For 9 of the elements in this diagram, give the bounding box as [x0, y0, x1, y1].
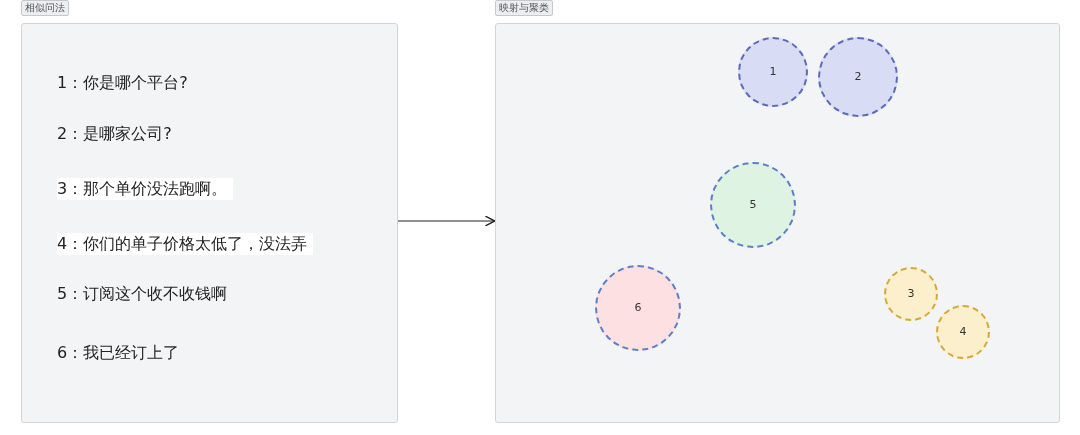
question-text: 5：订阅这个收不收钱啊 [57, 283, 229, 305]
question-text: 1：你是哪个平台? [57, 72, 189, 94]
arrow [397, 215, 496, 227]
question-text: 6：我已经订上了 [57, 342, 181, 364]
panel-tag: 映射与聚类 [495, 0, 553, 16]
panel-tag: 相似问法 [21, 0, 69, 16]
question-text: 4：你们的单子价格太低了，没法弄 [57, 233, 314, 255]
question-text: 2：是哪家公司? [57, 123, 173, 145]
question-text: 3：那个单价没法跑啊。 [57, 178, 234, 200]
